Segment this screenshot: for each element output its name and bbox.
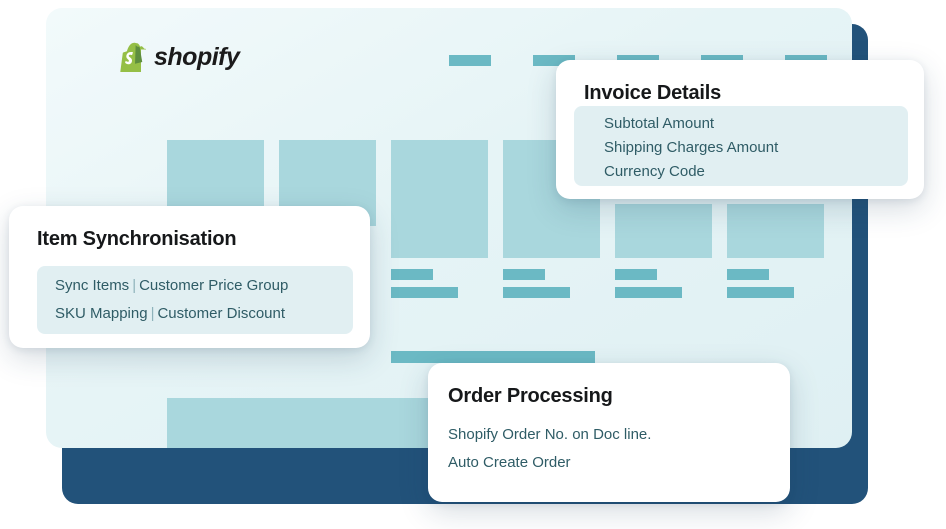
caption-bar-short-3 (615, 269, 657, 280)
caption-bar-short-1 (391, 269, 433, 280)
invoice-details-card[interactable]: Invoice Details Subtotal Amount Shipping… (556, 60, 924, 199)
caption-bar-long-1 (391, 287, 458, 298)
order-item-shopify-order-no: Shopify Order No. on Doc line. (448, 426, 652, 443)
order-processing-card[interactable]: Order Processing Shopify Order No. on Do… (428, 363, 790, 502)
order-item-auto-create-order: Auto Create Order (448, 454, 571, 471)
caption-bar-short-2 (503, 269, 545, 280)
item-synchronisation-items-box: Sync Items|Customer Price Group SKU Mapp… (37, 266, 353, 334)
shopify-wordmark: shopify (154, 42, 240, 71)
item-synchronisation-card[interactable]: Item Synchronisation Sync Items|Customer… (9, 206, 370, 348)
sync-row-2-separator: | (150, 305, 155, 322)
sync-row-1-separator: | (132, 277, 137, 294)
sync-row-2-left: SKU Mapping (55, 305, 148, 322)
caption-bar-long-4 (727, 287, 794, 298)
sync-row-1-right: Customer Price Group (139, 277, 289, 294)
order-processing-title: Order Processing (448, 385, 613, 407)
nav-pill-2[interactable] (533, 55, 575, 66)
invoice-details-items-box: Subtotal Amount Shipping Charges Amount … (574, 106, 908, 186)
feature-strip-bar (391, 351, 595, 363)
sync-row-1: Sync Items|Customer Price Group (55, 278, 288, 293)
sync-row-1-left: Sync Items (55, 277, 130, 294)
invoice-details-title: Invoice Details (584, 82, 722, 104)
invoice-item-subtotal-amount: Subtotal Amount (604, 115, 715, 132)
content-card-6[interactable] (727, 204, 824, 258)
caption-bar-short-4 (727, 269, 769, 280)
invoice-item-currency-code: Currency Code (604, 163, 705, 180)
caption-bar-long-3 (615, 287, 682, 298)
shopify-bag-icon (120, 42, 149, 79)
sync-row-2: SKU Mapping|Customer Discount (55, 306, 285, 321)
invoice-item-shipping-charges-amount: Shipping Charges Amount (604, 139, 779, 156)
caption-bar-long-2 (503, 287, 570, 298)
item-synchronisation-title: Item Synchronisation (37, 228, 237, 250)
content-card-5[interactable] (615, 204, 712, 258)
shopify-brand-lockup: shopify (120, 42, 240, 79)
content-card-3[interactable] (391, 140, 488, 258)
nav-pill-1[interactable] (449, 55, 491, 66)
sync-row-2-right: Customer Discount (157, 305, 286, 322)
